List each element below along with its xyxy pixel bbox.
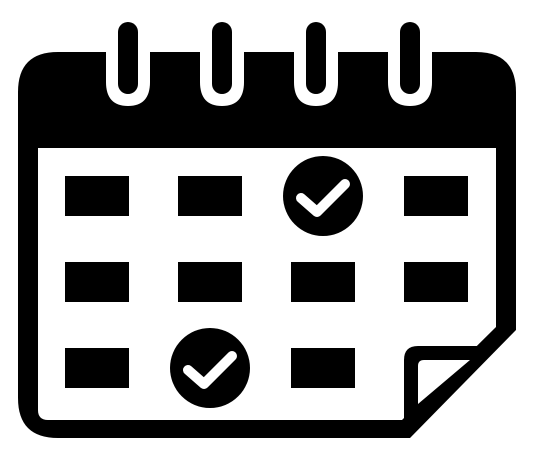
checked-day-icon — [283, 156, 363, 236]
day-cell — [291, 262, 355, 302]
page-curl — [404, 346, 494, 420]
checked-day-icon — [170, 328, 250, 408]
day-cell — [65, 348, 129, 388]
day-cell — [65, 176, 129, 216]
day-grid — [65, 156, 468, 408]
binder-ring-hole — [306, 22, 326, 94]
binder-ring-hole — [118, 22, 138, 94]
day-cell — [178, 176, 242, 216]
day-cell — [291, 348, 355, 388]
day-cell — [404, 176, 468, 216]
day-cell — [178, 262, 242, 302]
day-cell — [65, 262, 129, 302]
page-curl-inner — [418, 360, 470, 404]
day-cell — [404, 262, 468, 302]
checkmark-icon — [296, 179, 350, 217]
binder-ring-hole — [400, 22, 420, 94]
calendar-page — [38, 148, 496, 420]
binder-ring-hole — [212, 22, 232, 94]
checkmark-icon — [183, 351, 237, 389]
binder-rings — [106, 22, 432, 106]
